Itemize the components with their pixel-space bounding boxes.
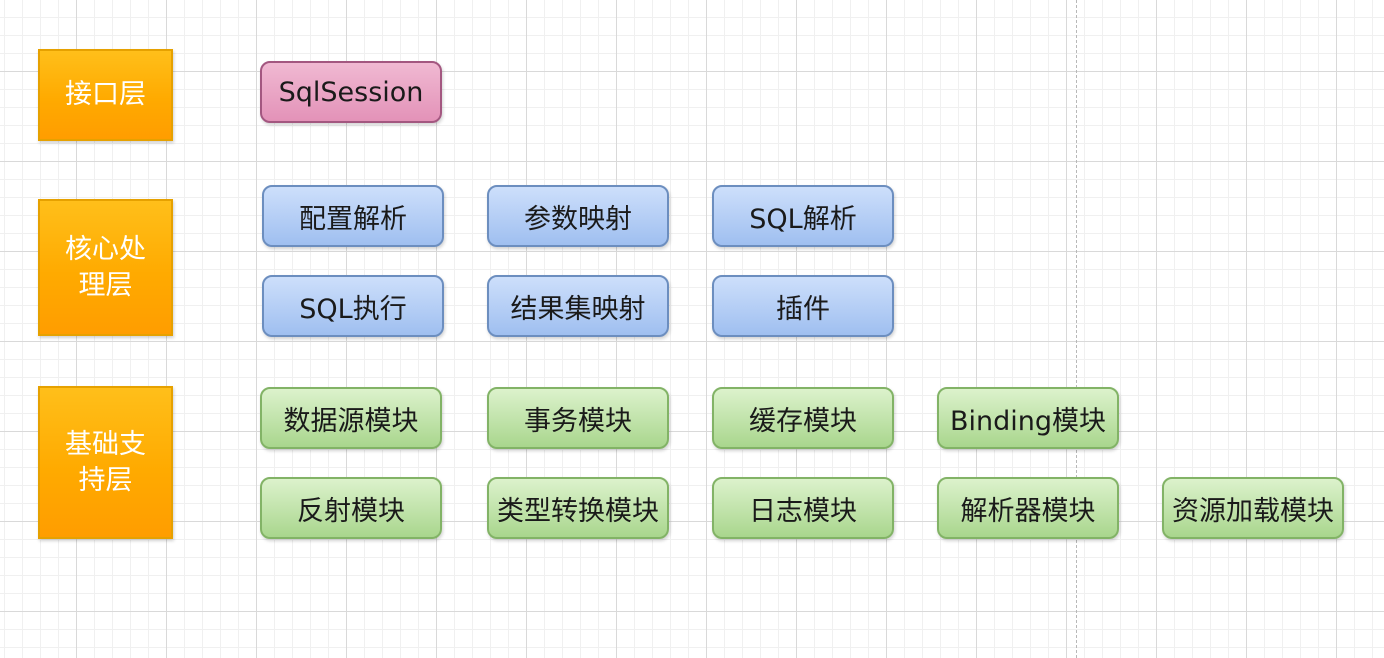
box-label: Binding模块 <box>949 405 1107 437</box>
box-label: 日志模块 <box>749 495 857 527</box>
sql-execution-box[interactable]: SQL执行 <box>262 275 444 337</box>
box-label: 配置解析 <box>299 203 407 235</box>
box-label: SqlSession <box>278 76 424 108</box>
type-conversion-module-box[interactable]: 类型转换模块 <box>487 477 669 539</box>
box-label: 类型转换模块 <box>497 495 659 527</box>
parser-module-box[interactable]: 解析器模块 <box>937 477 1119 539</box>
box-label: 参数映射 <box>524 203 632 235</box>
box-label: 结果集映射 <box>510 293 646 325</box>
result-set-mapping-box[interactable]: 结果集映射 <box>487 275 669 337</box>
resource-loading-module-box[interactable]: 资源加载模块 <box>1162 477 1344 539</box>
interface-layer-text: 接口层 <box>65 79 146 110</box>
datasource-module-box[interactable]: 数据源模块 <box>260 387 442 449</box>
box-label: 插件 <box>776 293 830 325</box>
box-label: SQL解析 <box>749 203 857 235</box>
sqlsession-box[interactable]: SqlSession <box>260 61 442 123</box>
parameter-mapping-box[interactable]: 参数映射 <box>487 185 669 247</box>
cache-module-box[interactable]: 缓存模块 <box>712 387 894 449</box>
box-label: 事务模块 <box>524 405 632 437</box>
plugin-box[interactable]: 插件 <box>712 275 894 337</box>
core-layer-label[interactable]: 核心处理层 <box>38 199 173 336</box>
sql-parsing-box[interactable]: SQL解析 <box>712 185 894 247</box>
reflection-module-box[interactable]: 反射模块 <box>260 477 442 539</box>
binding-module-box[interactable]: Binding模块 <box>937 387 1119 449</box>
core-layer-text: 核心处理层 <box>65 233 146 301</box>
box-label: 数据源模块 <box>283 405 419 437</box>
transaction-module-box[interactable]: 事务模块 <box>487 387 669 449</box>
box-label: 资源加载模块 <box>1172 495 1334 527</box>
foundation-layer-text: 基础支持层 <box>65 428 146 496</box>
foundation-layer-label[interactable]: 基础支持层 <box>38 386 173 539</box>
box-label: SQL执行 <box>299 293 407 325</box>
box-label: 解析器模块 <box>960 495 1096 527</box>
box-label: 反射模块 <box>297 495 405 527</box>
config-parsing-box[interactable]: 配置解析 <box>262 185 444 247</box>
interface-layer-label[interactable]: 接口层 <box>38 49 173 141</box>
page-divider <box>1076 0 1077 658</box>
logging-module-box[interactable]: 日志模块 <box>712 477 894 539</box>
box-label: 缓存模块 <box>749 405 857 437</box>
